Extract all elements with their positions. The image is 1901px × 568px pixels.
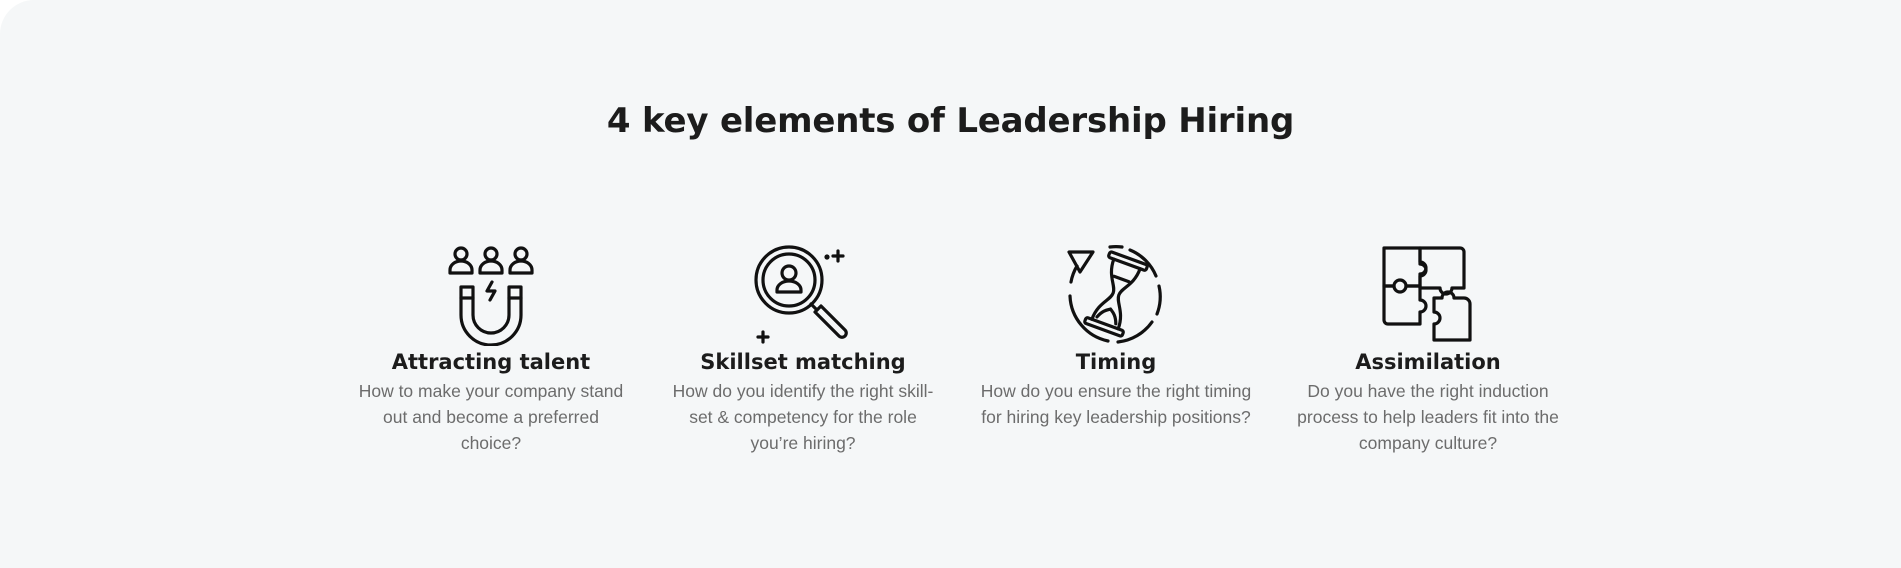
hourglass-cycle-icon: [1064, 242, 1168, 346]
puzzle-pieces-icon: [1376, 242, 1480, 346]
card-description: Do you have the right induction process …: [1297, 381, 1559, 453]
card-title: Skillset matching: [700, 350, 906, 374]
magnifier-person-icon: [751, 242, 855, 346]
card-skillset-matching: Skillset matching How do you identify th…: [658, 242, 948, 456]
card-title: Timing: [1075, 350, 1157, 374]
card-title: Attracting talent: [391, 350, 591, 374]
card-description: How do you identify the right skill-set …: [672, 381, 934, 453]
card-timing: Timing How do you ensure the right timin…: [971, 242, 1261, 430]
card-attracting-talent: Attracting talent How to make your compa…: [346, 242, 636, 456]
card-assimilation: Assimilation Do you have the right induc…: [1283, 242, 1573, 456]
card-description: How do you ensure the right timing for h…: [980, 381, 1252, 427]
magnet-people-icon: [439, 242, 543, 346]
section-heading: 4 key elements of Leadership Hiring: [606, 101, 1295, 141]
card-title: Assimilation: [1355, 350, 1501, 374]
card-description: How to make your company stand out and b…: [358, 381, 624, 453]
